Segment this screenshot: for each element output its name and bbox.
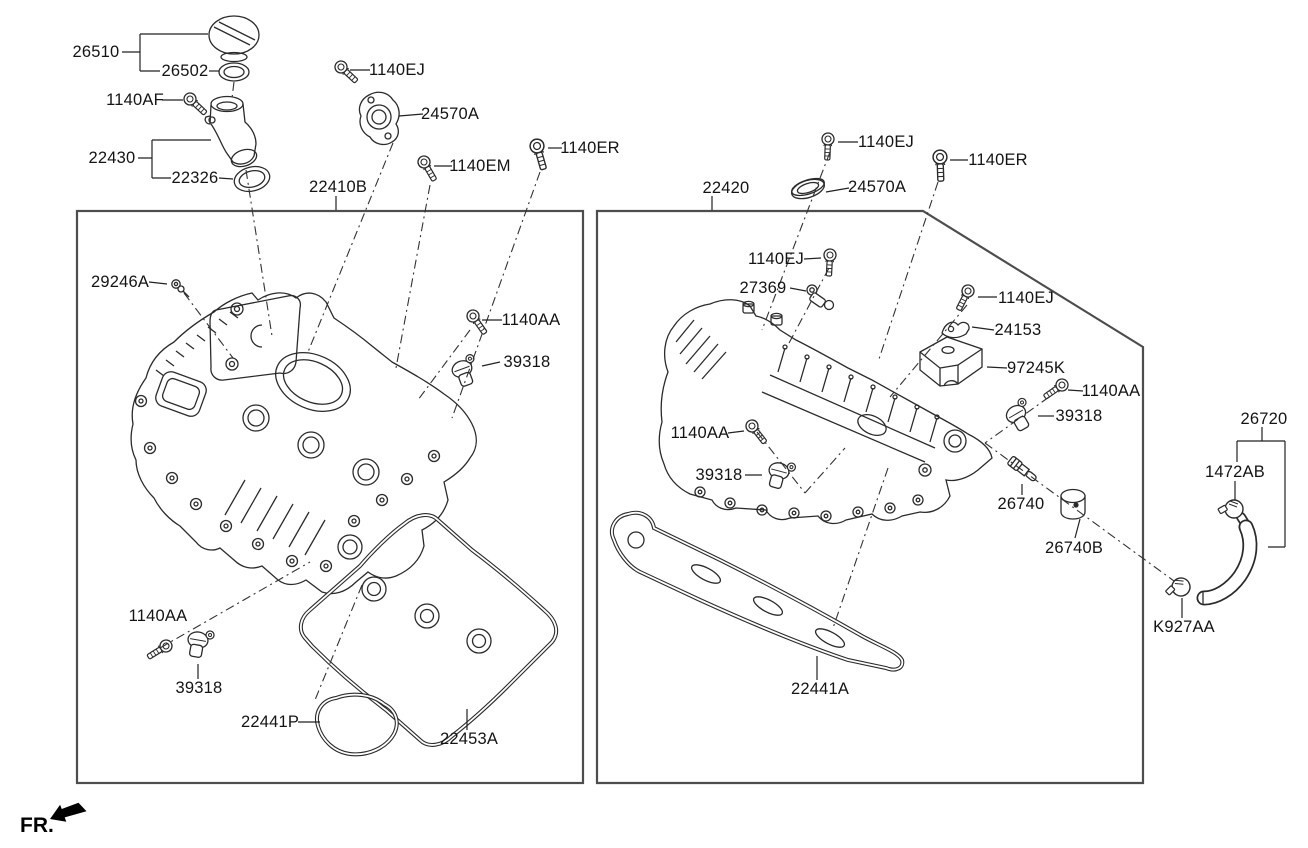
part-label-39318-12: 39318 bbox=[503, 352, 551, 371]
part-label-22441p-15: 22441P bbox=[240, 712, 300, 731]
bolt-1140ej-right-top-icon bbox=[820, 132, 835, 161]
part-label-26740-30: 26740 bbox=[997, 494, 1045, 513]
part-label-1140ej-18: 1140EJ bbox=[858, 132, 914, 151]
part-label-39318-27: 39318 bbox=[1055, 406, 1103, 425]
bolt-1140er-left-icon bbox=[527, 136, 552, 172]
part-label-k927aa-35: K927AA bbox=[1153, 617, 1215, 636]
fr-direction-arrow bbox=[50, 802, 87, 822]
screw-29246a-art bbox=[171, 279, 190, 298]
bolt-1140er-right-icon bbox=[932, 149, 949, 183]
bolt-1140ej-mid-icon bbox=[822, 248, 837, 277]
part-label-1140af-2: 1140AF bbox=[106, 90, 164, 109]
part-label-1140aa-13: 1140AA bbox=[128, 606, 188, 625]
bolt-1140aa-right-icon bbox=[1040, 375, 1072, 403]
gasket-22441p-art bbox=[315, 692, 399, 757]
cam-sensor-upper-left-icon bbox=[448, 352, 483, 390]
part-label-22430-3: 22430 bbox=[88, 148, 136, 167]
part-label-1472ab-34: 1472AB bbox=[1205, 462, 1265, 481]
part-label-39318-29: 39318 bbox=[695, 465, 743, 484]
part-label-24570a-20: 24570A bbox=[847, 177, 907, 196]
right-assembly-box bbox=[595, 209, 1145, 785]
left-assembly-box bbox=[75, 209, 585, 785]
bolt-1140ej-left-icon bbox=[331, 57, 362, 87]
oil-cap-oring-art bbox=[218, 62, 250, 82]
fr-label: FR. bbox=[20, 814, 54, 837]
cam-cap-right-art bbox=[790, 177, 826, 200]
part-label-26510-0: 26510 bbox=[72, 42, 120, 61]
part-label-1140ej-23: 1140EJ bbox=[998, 288, 1054, 307]
part-label-1140em-7: 1140EM bbox=[449, 156, 511, 175]
part-label-1140ej-5: 1140EJ bbox=[369, 60, 425, 79]
clamp-1472ab-icon bbox=[1217, 499, 1244, 519]
filler-gasket-art bbox=[233, 165, 271, 193]
part-label-29246a-10: 29246A bbox=[90, 272, 150, 291]
right-valve-cover-art bbox=[658, 299, 993, 525]
insulator-97245k-art bbox=[919, 336, 983, 387]
gasket-22453a-art bbox=[298, 513, 559, 747]
part-label-26740b-31: 26740B bbox=[1044, 538, 1104, 557]
part-label-1140ej-21: 1140EJ bbox=[748, 249, 804, 268]
bolt-1140em-icon bbox=[415, 153, 441, 184]
gasket-22441a-art bbox=[609, 510, 905, 672]
leader-lines bbox=[122, 33, 1286, 730]
part-label-26502-1: 26502 bbox=[161, 61, 209, 80]
part-label-1140aa-26: 1140AA bbox=[1081, 381, 1141, 400]
stud-row bbox=[777, 344, 940, 443]
oil-cap-art bbox=[208, 15, 260, 63]
fitting-27369-art bbox=[806, 284, 835, 311]
cam-cap-left-art bbox=[358, 91, 400, 146]
bolt-1140aa-right-box-left-icon bbox=[742, 416, 771, 447]
part-label-22326-4: 22326 bbox=[171, 168, 219, 187]
cam-sensor-right-icon bbox=[1001, 396, 1039, 435]
oil-filler-neck-art bbox=[204, 95, 258, 168]
bolt-1140af-icon bbox=[180, 89, 211, 119]
part-label-27369-22: 27369 bbox=[739, 278, 787, 297]
part-label-22453a-16: 22453A bbox=[439, 729, 499, 748]
left-valve-cover-art bbox=[130, 292, 477, 595]
part-label-1140er-8: 1140ER bbox=[560, 138, 620, 157]
part-label-22441a-32: 22441A bbox=[790, 679, 850, 698]
part-label-39318-14: 39318 bbox=[175, 678, 223, 697]
breather-hose-26720-art bbox=[1196, 512, 1258, 606]
part-label-24153-24: 24153 bbox=[994, 320, 1042, 339]
bracket-24153-art bbox=[941, 321, 970, 339]
part-label-1140aa-11: 1140AA bbox=[501, 310, 561, 329]
part-label-97245k-25: 97245K bbox=[1006, 358, 1066, 377]
part-label-22410b-9: 22410B bbox=[308, 177, 368, 196]
cam-sensor-lower-left-icon bbox=[184, 626, 216, 660]
assembly-lines bbox=[159, 81, 1175, 701]
part-label-22420-17: 22420 bbox=[702, 178, 750, 197]
bolt-1140aa-lower-left-icon bbox=[144, 637, 175, 663]
clamp-k927aa-icon bbox=[1162, 575, 1193, 601]
grommet-26740b-art bbox=[1060, 488, 1086, 520]
part-label-1140er-19: 1140ER bbox=[968, 150, 1028, 169]
part-label-26720-33: 26720 bbox=[1240, 409, 1288, 428]
part-label-1140aa-28: 1140AA bbox=[670, 423, 730, 442]
part-label-24570a-6: 24570A bbox=[420, 104, 480, 123]
